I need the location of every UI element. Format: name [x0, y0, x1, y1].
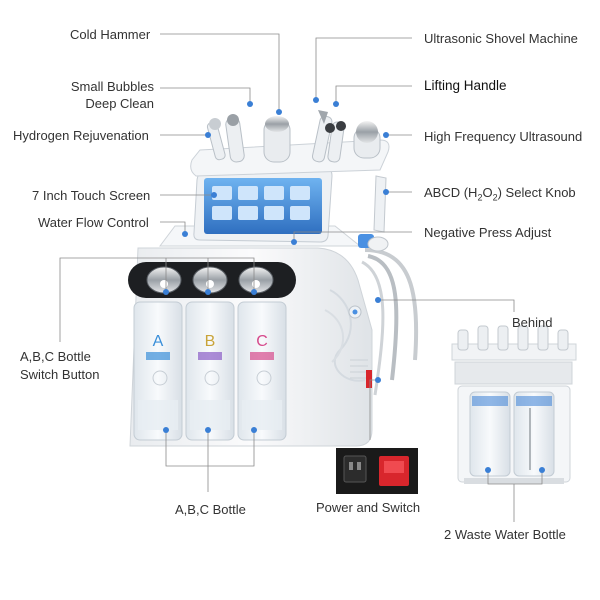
label-switch-line2: Switch Button	[20, 367, 100, 382]
main-device: A B C	[128, 110, 419, 447]
label-select-knob: ABCD (H2O2) Select Knob	[424, 184, 576, 207]
label-select-knob-post: ) Select Knob	[497, 185, 576, 200]
handpieces	[206, 110, 387, 233]
label-switch-line1: A,B,C Bottle	[20, 349, 91, 364]
label-behind: Behind	[512, 315, 553, 330]
label-power-switch: Power and Switch	[316, 500, 421, 515]
label-small-bubbles-line2: Deep Clean	[85, 96, 154, 111]
touch-screen	[193, 167, 333, 243]
label-high-frequency: High Frequency Ultrasound	[424, 129, 583, 144]
label-bottle: A,B,C Bottle	[175, 502, 246, 517]
bottle-letter-c: C	[256, 333, 268, 350]
switch-buttons	[146, 266, 274, 294]
label-lifting-handle: Lifting Handle	[424, 78, 507, 93]
leader-dots	[163, 97, 545, 473]
label-hydrogen: Hydrogen Rejuvenation	[13, 128, 149, 143]
bottles: A B C	[133, 301, 287, 441]
label-water-flow: Water Flow Control	[38, 215, 149, 230]
leader-lines	[59, 33, 543, 522]
behind-view	[451, 325, 577, 484]
label-ultrasonic-shovel: Ultrasonic Shovel Machine	[424, 31, 578, 46]
label-cold-hammer: Cold Hammer	[70, 27, 151, 42]
bottle-letter-a: A	[153, 333, 164, 350]
label-select-knob-pre: ABCD (H	[424, 185, 478, 200]
label-negative-press: Negative Press Adjust	[424, 225, 552, 240]
label-select-knob-mid: O	[482, 185, 493, 200]
label-select-knob-sub2: 2	[492, 192, 498, 203]
label-touch-screen: 7 Inch Touch Screen	[32, 188, 151, 203]
power-switch-inset	[336, 448, 418, 494]
label-select-knob-sub1: 2	[477, 192, 483, 203]
label-small-bubbles-line1: Small Bubbles	[70, 79, 154, 94]
bottle-letter-b: B	[205, 333, 216, 350]
label-waste-bottle: 2 Waste Water Bottle	[444, 527, 566, 542]
